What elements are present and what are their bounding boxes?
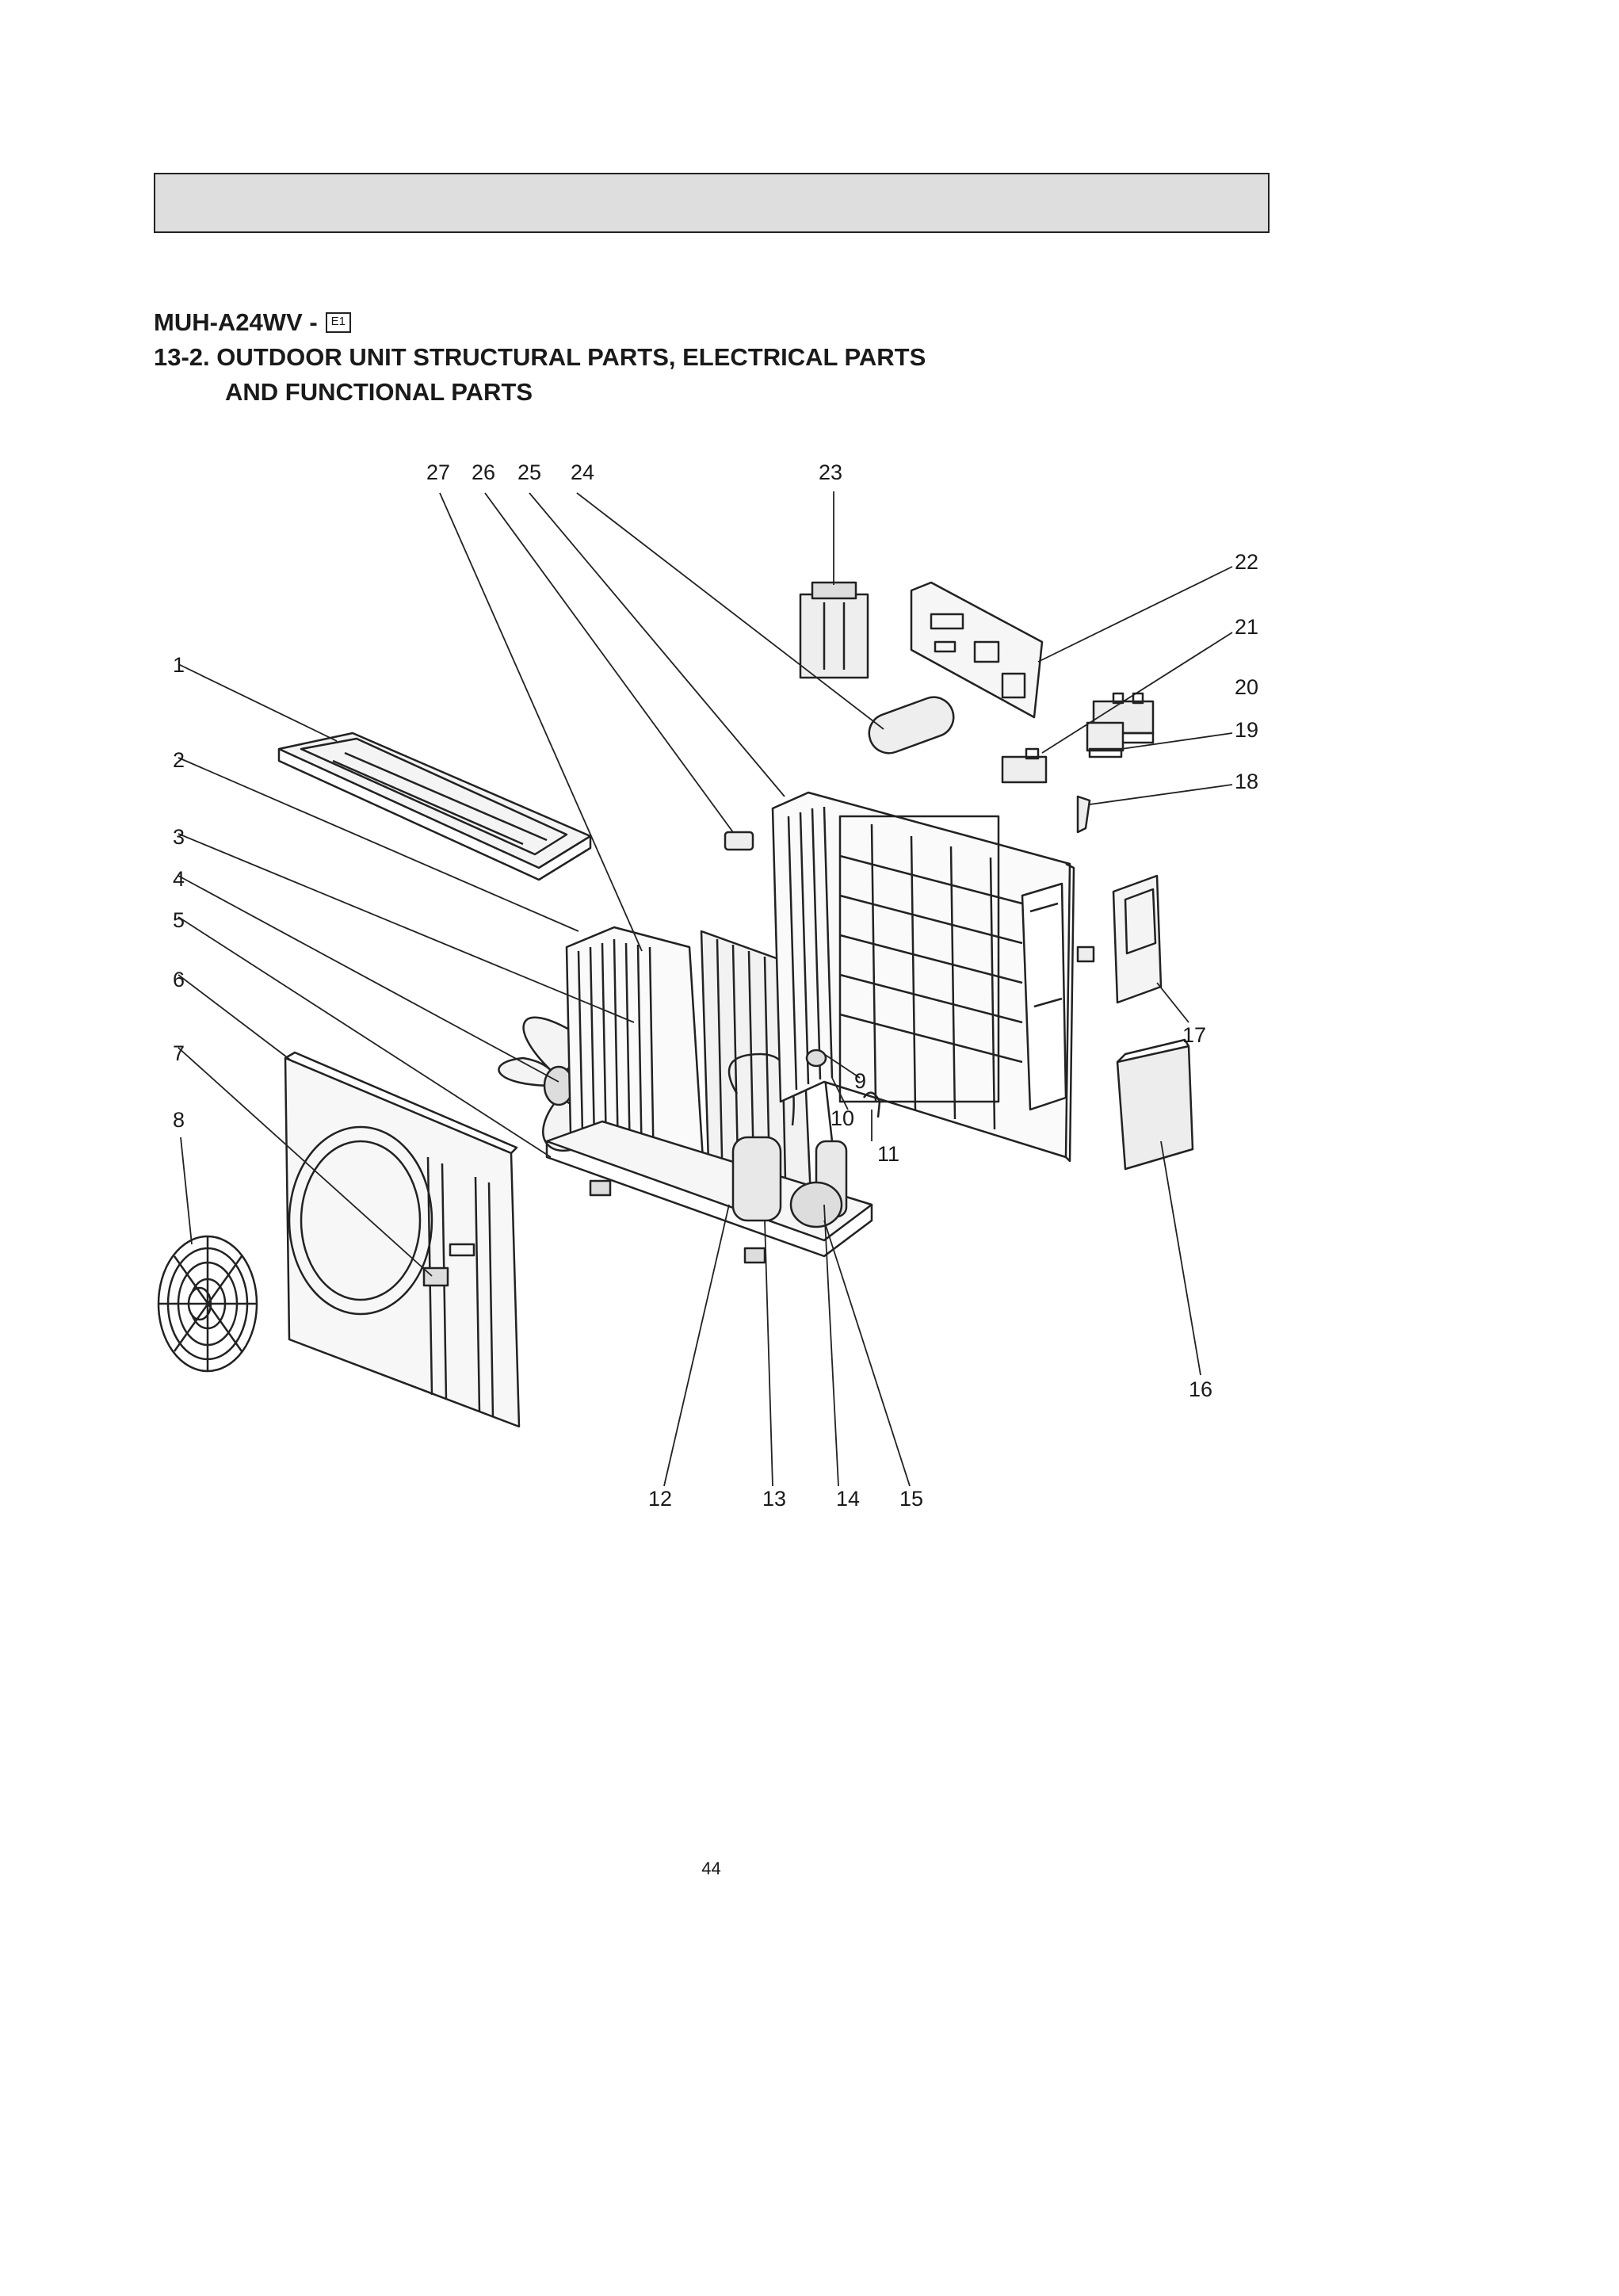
model-badge: E1 [325,312,352,333]
page-number: 44 [701,1859,721,1878]
callout-8: 8 [173,1108,185,1132]
callout-6: 6 [173,968,185,991]
callout-10: 10 [831,1106,854,1130]
callout-17: 17 [1182,1023,1206,1047]
callout-9: 9 [854,1069,866,1093]
callout-21: 21 [1235,615,1258,639]
base-and-compressor-part [545,1052,873,1264]
connector-part [724,831,754,851]
contactor-part [799,581,869,679]
callout-25: 25 [517,460,541,484]
callout-3: 3 [173,825,185,849]
callout-26: 26 [472,460,495,484]
callout-7: 7 [173,1041,185,1065]
callout-15: 15 [899,1487,923,1511]
callout-11: 11 [877,1142,899,1166]
title-block: MUH-A24WV - E1 13-2. OUTDOOR UNIT STRUCT… [154,305,926,410]
terminal-block-small-part [1086,721,1125,758]
callout-27: 27 [426,460,450,484]
reactor-part [1001,747,1048,784]
callout-20: 20 [1235,675,1258,699]
terminal-cover-part [1116,1038,1194,1171]
front-panel-part [284,1051,521,1428]
capacitor-part [868,696,955,755]
model-title: MUH-A24WV - E1 [154,305,926,340]
callout-24: 24 [571,460,594,484]
callout-labels: 27 26 25 24 23 22 21 20 19 18 17 16 15 1… [173,460,1258,1511]
sensor-holder-part [1076,946,1095,963]
fan-guard-part [157,1235,258,1373]
section-title-line1: 13-2. OUTDOOR UNIT STRUCTURAL PARTS, ELE… [154,343,926,371]
callout-2: 2 [173,748,185,772]
callout-16: 16 [1189,1377,1212,1401]
service-panel-part [1112,874,1163,1004]
callout-23: 23 [819,460,842,484]
leader-lines [178,491,1233,1487]
callout-4: 4 [173,867,185,891]
control-board-part [910,581,1044,719]
callout-1: 1 [173,653,185,677]
callout-13: 13 [762,1487,786,1511]
valve-parts [805,1049,881,1118]
callout-5: 5 [173,908,185,932]
bracket-part [1076,795,1091,834]
top-panel-part [277,732,592,881]
header-bar [154,173,1270,233]
callout-18: 18 [1235,770,1258,793]
callout-14: 14 [836,1487,860,1511]
callout-12: 12 [648,1487,672,1511]
section-title-line2: AND FUNCTIONAL PARTS [225,378,533,406]
callout-19: 19 [1235,718,1258,742]
model-name: MUH-A24WV - [154,308,318,336]
callout-22: 22 [1235,550,1258,574]
rear-panel-part [771,791,1075,1163]
